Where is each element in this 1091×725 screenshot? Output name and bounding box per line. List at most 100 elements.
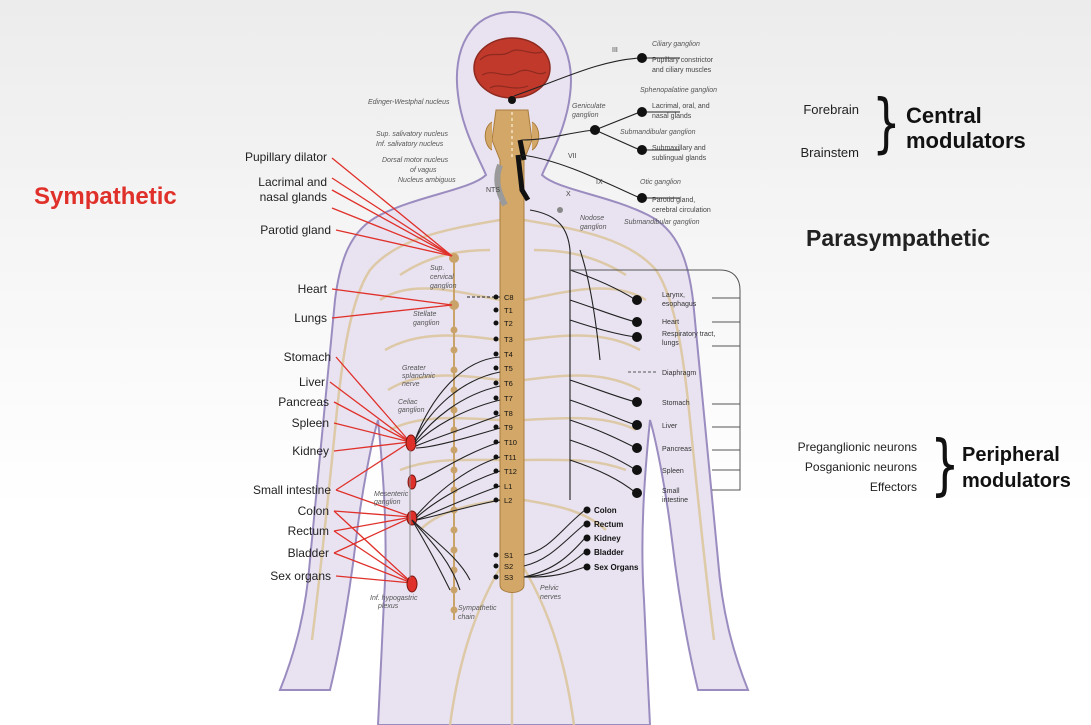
svg-text:T7: T7 bbox=[504, 394, 513, 403]
svg-text:T10: T10 bbox=[504, 438, 517, 447]
sympathetic-heading: Sympathetic bbox=[34, 183, 177, 211]
svg-text:L1: L1 bbox=[504, 482, 512, 491]
svg-text:Submaxillary and: Submaxillary and bbox=[652, 145, 706, 152]
central-heading-line1: Central bbox=[906, 103, 982, 129]
label-sex-organs: Sex organs bbox=[270, 569, 331, 583]
label-stomach: Stomach bbox=[284, 350, 331, 364]
svg-text:T1: T1 bbox=[504, 306, 513, 315]
svg-text:and ciliary muscles: and ciliary muscles bbox=[652, 67, 712, 74]
svg-text:Sup.: Sup. bbox=[430, 265, 444, 272]
svg-text:intestine: intestine bbox=[662, 497, 688, 504]
svg-text:X: X bbox=[566, 191, 571, 198]
svg-text:C8: C8 bbox=[504, 293, 514, 302]
label-colon: Colon bbox=[298, 504, 329, 518]
label-lacrimal-2: nasal glands bbox=[260, 190, 327, 204]
peripheral-heading-line2: modulators bbox=[962, 470, 1071, 493]
svg-text:T9: T9 bbox=[504, 423, 513, 432]
label-spleen: Spleen bbox=[292, 416, 329, 430]
svg-text:Colon: Colon bbox=[594, 506, 617, 515]
svg-text:Submandibular ganglion: Submandibular ganglion bbox=[620, 129, 696, 136]
svg-text:Diaphragm: Diaphragm bbox=[662, 370, 696, 377]
central-brace: } bbox=[872, 92, 901, 156]
peripheral-heading-line1: Peripheral bbox=[962, 444, 1060, 467]
svg-text:Dorsal motor nucleus: Dorsal motor nucleus bbox=[382, 157, 449, 164]
svg-text:IX: IX bbox=[596, 179, 603, 186]
central-heading-line2: modulators bbox=[906, 128, 1026, 154]
svg-text:Lacrimal, oral, and: Lacrimal, oral, and bbox=[652, 103, 710, 110]
svg-text:lungs: lungs bbox=[662, 340, 679, 347]
svg-text:ganglion: ganglion bbox=[374, 499, 401, 506]
svg-text:T11: T11 bbox=[504, 453, 516, 462]
svg-text:Kidney: Kidney bbox=[594, 534, 621, 543]
svg-text:chain: chain bbox=[458, 614, 475, 621]
svg-text:Heart: Heart bbox=[662, 319, 679, 326]
svg-text:T8: T8 bbox=[504, 409, 513, 418]
svg-text:T5: T5 bbox=[504, 364, 513, 373]
parasympathetic-heading: Parasympathetic bbox=[806, 225, 990, 252]
svg-text:nerve: nerve bbox=[402, 381, 420, 388]
svg-text:sublingual glands: sublingual glands bbox=[652, 155, 707, 162]
svg-text:Submandibular ganglion: Submandibular ganglion bbox=[624, 219, 700, 226]
label-liver: Liver bbox=[299, 375, 325, 389]
svg-text:T2: T2 bbox=[504, 319, 513, 328]
svg-text:Inf. hypogastric: Inf. hypogastric bbox=[370, 595, 418, 602]
svg-text:Greater: Greater bbox=[402, 365, 426, 372]
svg-text:Ciliary ganglion: Ciliary ganglion bbox=[652, 41, 700, 48]
svg-text:VII: VII bbox=[568, 153, 577, 160]
label-parotid-gland: Parotid gland bbox=[260, 223, 331, 237]
label-lungs: Lungs bbox=[294, 311, 327, 325]
svg-text:Pancreas: Pancreas bbox=[662, 446, 692, 453]
preganglionic-label: Preganglionic neurons bbox=[798, 440, 917, 454]
svg-text:esophagus: esophagus bbox=[662, 301, 697, 308]
svg-text:Sex Organs: Sex Organs bbox=[594, 563, 639, 572]
svg-text:Celiac: Celiac bbox=[398, 399, 418, 406]
label-rectum: Rectum bbox=[288, 524, 329, 538]
svg-text:NTS: NTS bbox=[486, 187, 500, 194]
svg-text:Larynx,: Larynx, bbox=[662, 292, 685, 299]
svg-text:Geniculate: Geniculate bbox=[572, 103, 606, 110]
svg-text:plexus: plexus bbox=[377, 603, 399, 610]
svg-text:of vagus: of vagus bbox=[410, 167, 437, 174]
svg-text:Otic ganglion: Otic ganglion bbox=[640, 179, 681, 186]
svg-text:ganglion: ganglion bbox=[580, 224, 607, 231]
svg-text:Rectum: Rectum bbox=[594, 520, 623, 529]
svg-text:nasal glands: nasal glands bbox=[652, 113, 692, 120]
peripheral-brace: } bbox=[930, 432, 959, 498]
svg-text:Bladder: Bladder bbox=[594, 548, 624, 557]
svg-text:Parotid gland,: Parotid gland, bbox=[652, 197, 695, 204]
svg-text:Liver: Liver bbox=[662, 423, 678, 430]
svg-text:ganglion: ganglion bbox=[398, 407, 425, 414]
svg-text:cerebral circulation: cerebral circulation bbox=[652, 207, 711, 214]
brainstem-label: Brainstem bbox=[800, 145, 859, 160]
svg-text:ganglion: ganglion bbox=[572, 112, 599, 119]
svg-text:Nodose: Nodose bbox=[580, 215, 604, 222]
effectors-label: Effectors bbox=[870, 480, 917, 494]
svg-text:Stomach: Stomach bbox=[662, 400, 690, 407]
svg-text:Pelvic: Pelvic bbox=[540, 585, 559, 592]
label-pupillary-dilator: Pupillary dilator bbox=[245, 150, 327, 164]
svg-text:Sympathetic: Sympathetic bbox=[458, 605, 497, 612]
svg-text:L2: L2 bbox=[504, 496, 512, 505]
svg-text:Small: Small bbox=[662, 488, 680, 495]
svg-text:Sup. salivatory nucleus: Sup. salivatory nucleus bbox=[376, 131, 448, 138]
svg-text:cervical: cervical bbox=[430, 274, 454, 281]
svg-text:ganglion: ganglion bbox=[413, 320, 440, 327]
label-pancreas: Pancreas bbox=[278, 395, 329, 409]
svg-text:splanchnic: splanchnic bbox=[402, 373, 436, 380]
svg-text:T4: T4 bbox=[504, 350, 513, 359]
label-kidney: Kidney bbox=[292, 444, 329, 458]
svg-text:S2: S2 bbox=[504, 562, 513, 571]
svg-text:Nucleus ambiguus: Nucleus ambiguus bbox=[398, 177, 456, 184]
label-lacrimal-1: Lacrimal and bbox=[258, 175, 327, 189]
svg-text:Sphenopalatine ganglion: Sphenopalatine ganglion bbox=[640, 87, 717, 94]
svg-text:Stellate: Stellate bbox=[413, 311, 436, 318]
svg-text:Spleen: Spleen bbox=[662, 468, 684, 475]
svg-text:S3: S3 bbox=[504, 573, 513, 582]
svg-text:Edinger-Westphal nucleus: Edinger-Westphal nucleus bbox=[368, 99, 450, 106]
svg-text:Pupillary constrictor: Pupillary constrictor bbox=[652, 57, 714, 64]
label-small-intestine: Small intestine bbox=[253, 483, 331, 497]
label-heart: Heart bbox=[298, 282, 327, 296]
postganglionic-label: Posganionic neurons bbox=[805, 460, 917, 474]
svg-text:T12: T12 bbox=[504, 467, 517, 476]
svg-text:ganglion: ganglion bbox=[430, 283, 457, 290]
